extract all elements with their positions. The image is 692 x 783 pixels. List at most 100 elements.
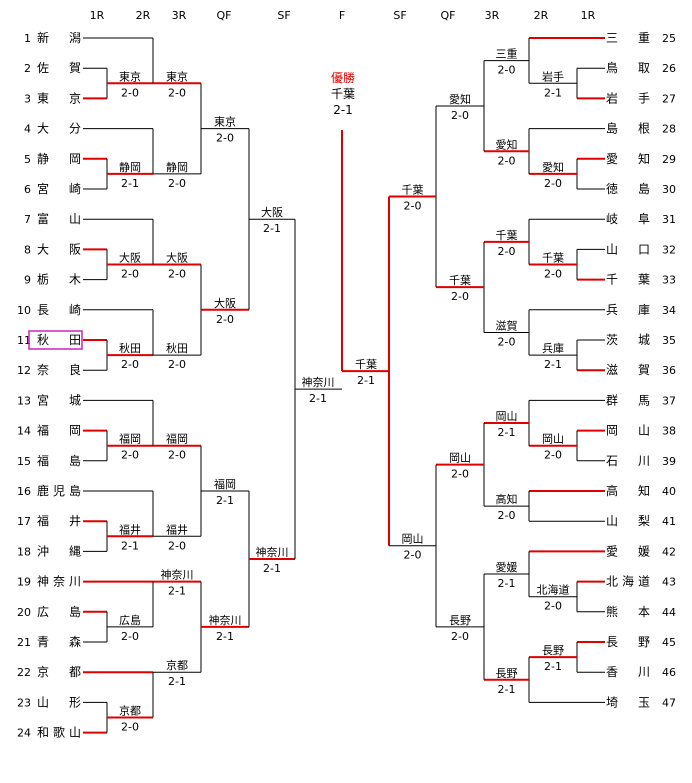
right-team-number-8: 33 — [662, 274, 676, 287]
left-team-name-14: 福島 — [37, 453, 81, 468]
left-team-name-5: 宮崎 — [37, 181, 81, 196]
right-team-name-18: 北海道 — [606, 574, 650, 589]
right-team-number-4: 29 — [662, 153, 676, 166]
left-team-name-22: 山形 — [37, 695, 81, 709]
left-team-number-19: 20 — [17, 606, 31, 619]
left-r2-winner-2: 大阪 — [119, 251, 141, 265]
left-team-name-21: 京都 — [37, 665, 81, 679]
left-r2-score-4: 2-0 — [121, 449, 139, 462]
right-r2-winner-2: 千葉 — [542, 251, 564, 265]
right-team-number-5: 30 — [662, 183, 676, 196]
right-team-number-2: 27 — [662, 92, 676, 105]
left-final-score: 2-1 — [309, 392, 327, 405]
right-team-number-21: 46 — [662, 666, 676, 679]
right-r2-score-2: 2-0 — [544, 268, 562, 281]
left-team-number-4: 5 — [24, 153, 31, 166]
right-r2-winner-4: 岡山 — [542, 433, 564, 446]
left-team-name-19: 広島 — [37, 604, 81, 619]
right-team-name-17: 愛媛 — [606, 544, 650, 558]
left-team-name-3: 大分 — [37, 122, 81, 136]
right-team-name-0: 三重 — [606, 31, 650, 45]
left-r3-winner-5: 福井 — [166, 522, 188, 536]
right-team-number-13: 38 — [662, 425, 676, 438]
left-sf-winner-1: 神奈川 — [256, 545, 289, 559]
left-team-name-2: 東京 — [37, 91, 81, 105]
right-team-number-22: 47 — [662, 696, 676, 709]
right-r2-score-0: 2-1 — [544, 86, 562, 99]
right-r3-score-3: 2-0 — [498, 335, 516, 348]
left-team-number-9: 10 — [17, 304, 31, 317]
left-team-name-11: 奈良 — [37, 362, 81, 377]
left-team-name-0: 新潟 — [37, 30, 81, 45]
right-r2-winner-1: 愛知 — [542, 160, 564, 174]
left-r2-winner-6: 広島 — [119, 613, 141, 627]
left-qf-winner-1: 大阪 — [214, 296, 236, 310]
right-team-name-9: 兵庫 — [606, 303, 650, 317]
right-r3-winner-6: 愛媛 — [496, 560, 518, 574]
left-team-number-8: 9 — [24, 274, 31, 287]
right-team-name-21: 香川 — [606, 665, 650, 679]
left-team-number-1: 2 — [24, 62, 31, 75]
right-team-number-11: 36 — [662, 364, 676, 377]
right-team-name-1: 鳥取 — [606, 60, 650, 75]
right-team-number-1: 26 — [662, 62, 676, 75]
right-team-number-3: 28 — [662, 123, 676, 136]
left-r3-score-5: 2-0 — [168, 539, 186, 552]
left-r2-score-0: 2-0 — [121, 86, 139, 99]
left-team-name-6: 富山 — [37, 211, 81, 226]
right-team-number-10: 35 — [662, 334, 676, 347]
right-team-name-7: 山口 — [606, 242, 650, 256]
left-team-number-6: 7 — [24, 213, 31, 226]
left-r3-winner-6: 神奈川 — [161, 568, 194, 582]
round-header-right-sf: SF — [393, 9, 406, 22]
left-qf-winner-3: 神奈川 — [209, 613, 242, 627]
right-r2-winner-3: 兵庫 — [542, 341, 564, 355]
right-team-number-16: 41 — [662, 515, 676, 528]
right-team-number-18: 43 — [662, 576, 676, 589]
champion-block: 優勝 千葉 2-1 — [331, 70, 355, 117]
right-r3-score-4: 2-1 — [498, 426, 516, 439]
left-team-number-18: 19 — [17, 576, 31, 589]
left-team-name-17: 沖縄 — [37, 543, 81, 558]
left-team-number-16: 17 — [17, 515, 31, 528]
round-header-left-qf: QF — [217, 9, 232, 22]
round-headers: 1R 2R 3R QF SF F SF QF 3R 2R 1R — [90, 9, 596, 22]
right-r3-score-2: 2-0 — [498, 245, 516, 258]
right-qf-winner-0: 愛知 — [449, 92, 471, 106]
right-r3-score-0: 2-0 — [498, 64, 516, 77]
right-team-number-19: 44 — [662, 606, 676, 619]
left-team-number-2: 3 — [24, 92, 31, 105]
round-header-right-1r: 1R — [581, 9, 596, 22]
left-r2-score-6: 2-0 — [121, 630, 139, 643]
right-qf-winner-2: 岡山 — [449, 452, 471, 465]
left-qf-score-3: 2-1 — [216, 630, 234, 643]
left-team-name-1: 佐賀 — [37, 61, 81, 75]
right-team-name-13: 岡山 — [606, 424, 650, 438]
right-r3-winner-4: 岡山 — [496, 410, 518, 423]
left-r3-score-4: 2-0 — [168, 449, 186, 462]
right-sf-score-1: 2-0 — [404, 549, 422, 562]
right-r2-winner-0: 岩手 — [542, 69, 564, 83]
right-final-winner: 千葉 — [355, 357, 377, 371]
right-r3-winner-7: 長野 — [496, 667, 518, 680]
right-r2-score-4: 2-0 — [544, 449, 562, 462]
right-team-name-3: 島根 — [606, 121, 650, 136]
right-r2-score-1: 2-0 — [544, 177, 562, 190]
right-team-name-15: 高知 — [606, 483, 650, 498]
left-team-name-7: 大阪 — [37, 242, 81, 256]
right-r3-winner-0: 三重 — [496, 47, 518, 61]
left-sf-winner-0: 大阪 — [261, 205, 283, 219]
right-sf-winner-0: 千葉 — [402, 183, 424, 197]
left-team-number-22: 23 — [17, 696, 31, 709]
right-r2-score-5: 2-0 — [544, 600, 562, 613]
highlight-box — [28, 330, 83, 350]
left-r3-winner-1: 静岡 — [166, 160, 188, 174]
left-r3-score-0: 2-0 — [168, 86, 186, 99]
left-team-number-3: 4 — [24, 123, 31, 136]
right-team-number-17: 42 — [662, 545, 676, 558]
right-team-name-8: 千葉 — [606, 273, 650, 287]
left-r3-score-7: 2-1 — [168, 675, 186, 688]
right-team-number-7: 32 — [662, 243, 676, 256]
